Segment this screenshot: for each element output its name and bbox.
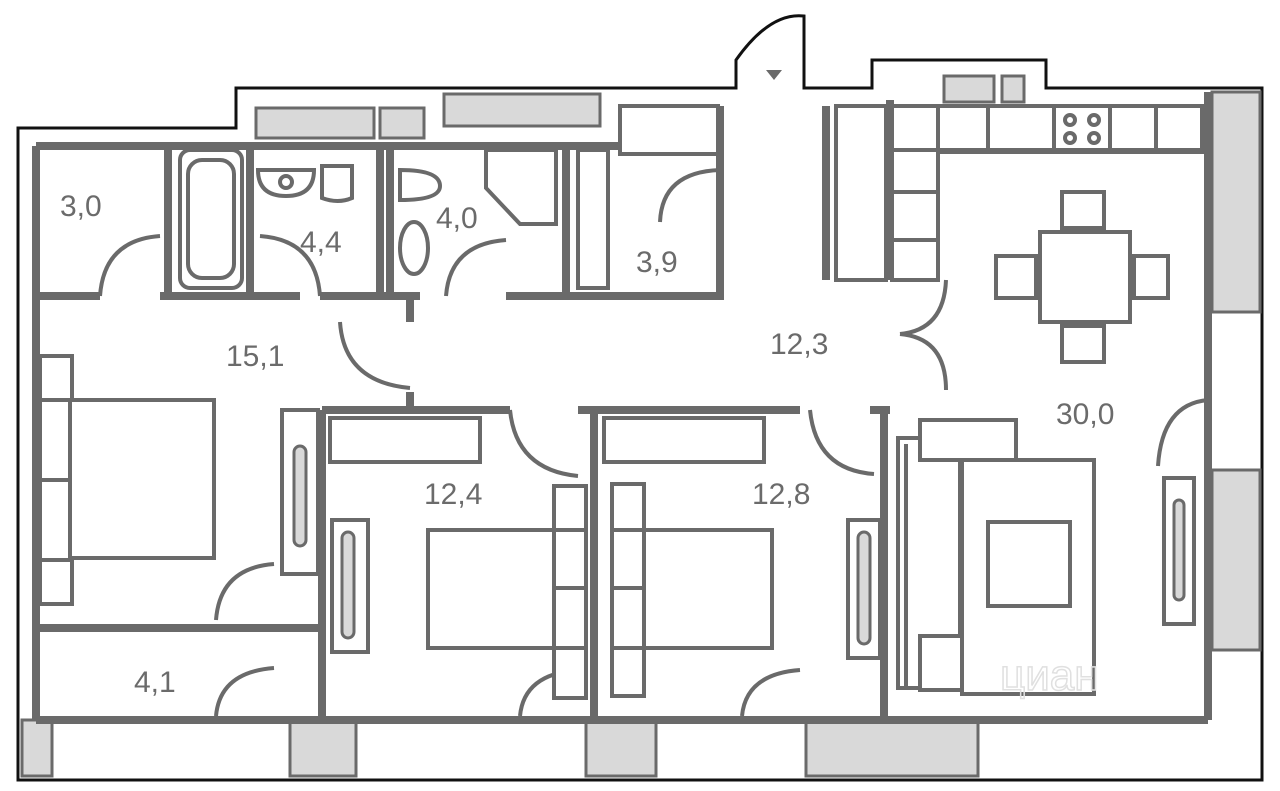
bedroom-1-furniture — [38, 354, 320, 606]
area-balcony: 4,1 — [134, 666, 176, 699]
hall-shelf — [618, 104, 720, 156]
area-bathroom: 4,4 — [300, 226, 342, 259]
kitchen-cabinets — [834, 104, 1204, 282]
outer-outline — [16, 14, 1264, 782]
doors — [98, 168, 1209, 717]
window-bottom-1 — [20, 718, 54, 778]
watermark: циан — [1000, 651, 1099, 700]
window-right-1 — [1210, 90, 1262, 314]
area-wardrobe: 3,9 — [636, 246, 678, 279]
bedroom-2-furniture — [328, 416, 588, 700]
dining-table — [994, 190, 1170, 364]
area-bedroom-2: 12,4 — [424, 478, 482, 511]
stove-icon — [1063, 113, 1101, 145]
wardrobe-shelf — [576, 148, 610, 290]
tv-living — [1172, 498, 1186, 602]
area-hall-center: 12,3 — [770, 328, 828, 361]
area-storage: 3,0 — [60, 190, 102, 223]
window-top-3 — [442, 92, 602, 128]
window-top-2 — [378, 106, 426, 140]
area-bedroom-3: 12,8 — [752, 478, 810, 511]
area-hall-left: 15,1 — [226, 340, 284, 373]
window-top-1 — [254, 106, 376, 140]
window-top-5 — [1000, 74, 1026, 104]
living-furniture — [896, 418, 1096, 696]
bedroom-3-furniture — [602, 416, 882, 698]
window-bottom-4 — [804, 718, 980, 778]
window-bottom-2 — [288, 718, 358, 778]
area-toilet: 4,0 — [436, 202, 478, 235]
area-living-kitchen: 30,0 — [1056, 398, 1114, 431]
entry-arrow-icon — [766, 70, 782, 80]
window-bottom-3 — [584, 718, 658, 778]
window-right-2 — [1210, 468, 1262, 652]
bathroom-fixtures — [178, 148, 558, 290]
window-top-4 — [942, 74, 996, 104]
